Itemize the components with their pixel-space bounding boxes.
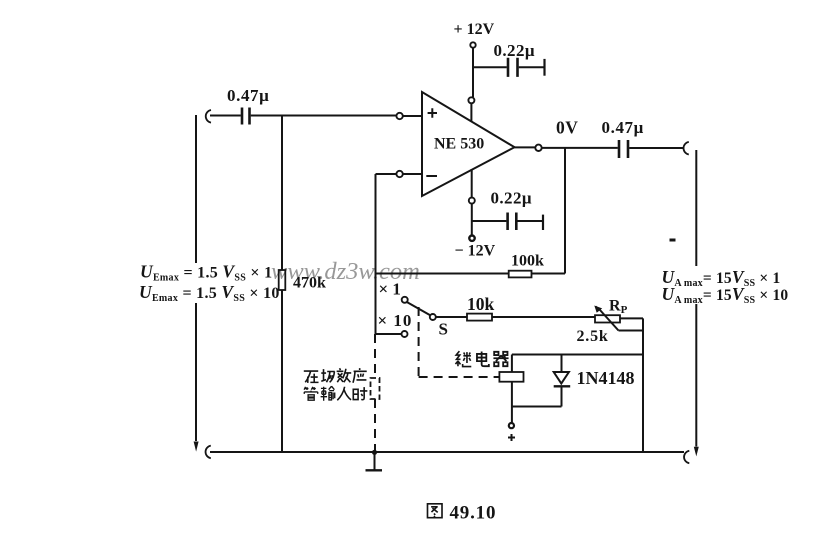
svg-text:470k: 470k — [293, 275, 326, 292]
svg-text:0.47μ: 0.47μ — [602, 118, 644, 137]
svg-text:UEmax = 1.5 VSS × 10: UEmax = 1.5 VSS × 10 — [139, 282, 280, 304]
svg-text:2.5k: 2.5k — [577, 328, 609, 345]
svg-text:− 12V: − 12V — [455, 243, 496, 260]
svg-text:0V: 0V — [556, 118, 578, 138]
svg-text:S: S — [439, 319, 448, 338]
svg-text:UA max= 15VSS × 10: UA max= 15VSS × 10 — [662, 284, 789, 306]
svg-text:100k: 100k — [511, 252, 544, 269]
svg-text:UA max= 15VSS × 1: UA max= 15VSS × 1 — [662, 267, 781, 289]
svg-text:0.22μ: 0.22μ — [491, 189, 532, 208]
svg-text:+ 12V: + 12V — [454, 21, 495, 38]
svg-text:10k: 10k — [467, 294, 495, 314]
svg-text:× 10: × 10 — [378, 311, 413, 330]
svg-text:0.47μ: 0.47μ — [227, 86, 269, 105]
svg-text:NE 530: NE 530 — [434, 136, 484, 153]
svg-text:49.10: 49.10 — [450, 503, 497, 524]
svg-text:0.22μ: 0.22μ — [494, 41, 535, 60]
svg-text:UEmax = 1.5 VSS × 1: UEmax = 1.5 VSS × 1 — [140, 262, 272, 284]
svg-text:1N4148: 1N4148 — [577, 368, 635, 388]
svg-text:× 1: × 1 — [379, 279, 401, 298]
svg-text:www.dz3w.com: www.dz3w.com — [271, 258, 420, 285]
